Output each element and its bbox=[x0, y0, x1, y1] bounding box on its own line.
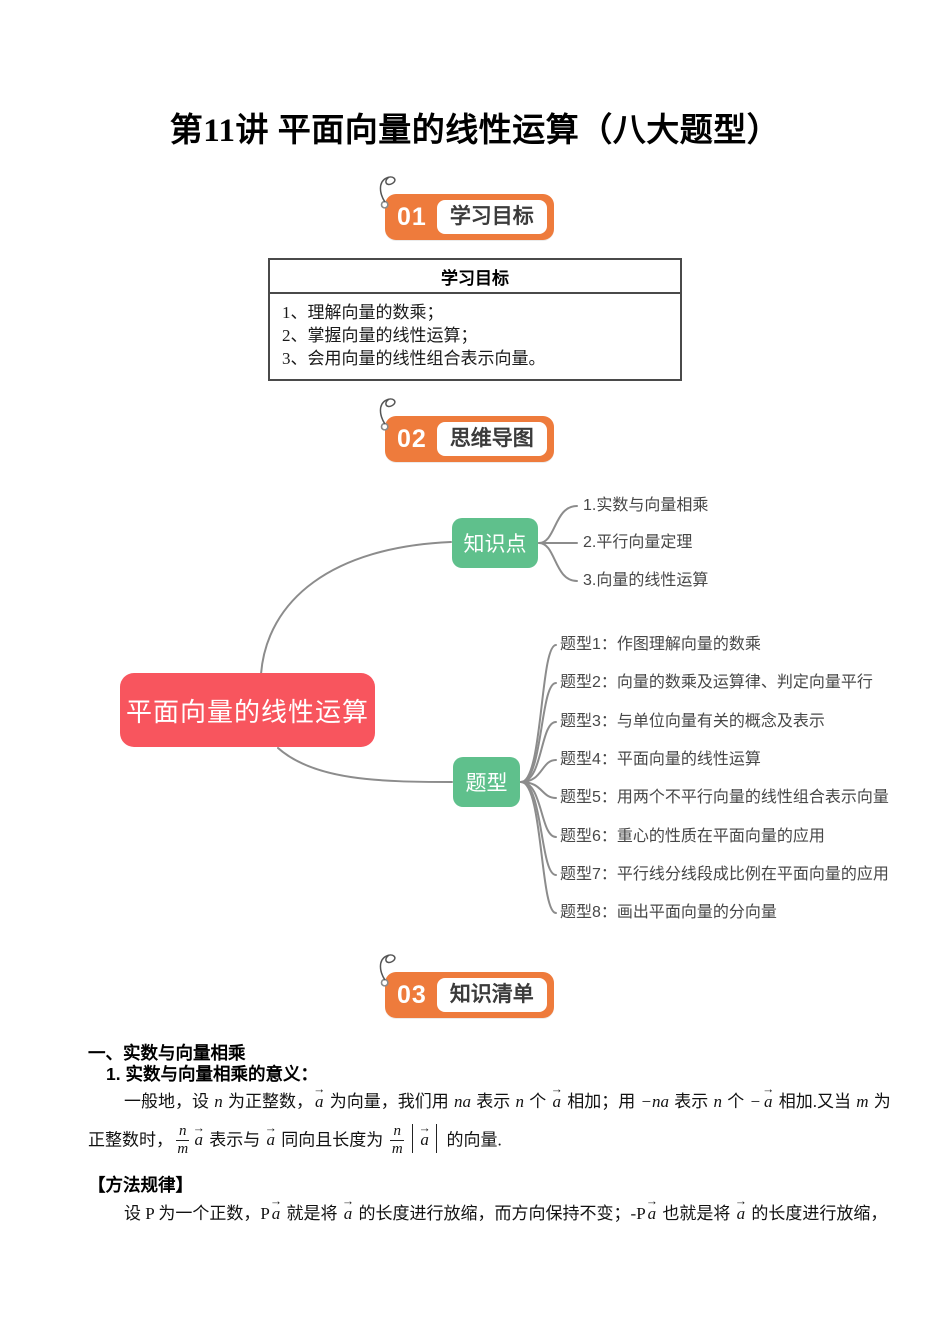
method-heading: 【方法规律】 bbox=[88, 1175, 193, 1195]
section-badge-02: 02 思维导图 bbox=[379, 398, 554, 462]
learning-goals-table: 学习目标 1、理解向量的数乘； 2、掌握向量的线性运算； 3、会用向量的线性组合… bbox=[268, 258, 682, 381]
badge-label: 思维导图 bbox=[436, 421, 547, 457]
page-title: 第11讲 平面向量的线性运算（八大题型） bbox=[169, 113, 781, 149]
paragraph-line: 正整数时，nma 表示与 a 同向且长度为 nma 的向量. bbox=[88, 1123, 502, 1158]
paragraph-line: 设 P 为一个正数，Pa 就是将 a 的长度进行放缩，而方向保持不变；-Pa 也… bbox=[124, 1199, 887, 1224]
knowledge-item: 1.实数与向量相乘 bbox=[583, 497, 709, 514]
topic-item: 题型7：平行线分线段成比例在平面向量的应用 bbox=[560, 866, 889, 883]
topic-item: 题型8：画出平面向量的分向量 bbox=[560, 904, 777, 921]
topic-item: 题型4：平面向量的线性运算 bbox=[560, 751, 761, 768]
badge-label: 知识清单 bbox=[436, 977, 547, 1013]
goal-row: 3、会用向量的线性组合表示向量。 bbox=[282, 349, 546, 368]
pin-icon bbox=[379, 176, 396, 209]
goals-table-header: 学习目标 bbox=[270, 260, 680, 294]
mindmap-topics-node: 题型 bbox=[453, 757, 520, 807]
section-badge-01: 01 学习目标 bbox=[379, 176, 554, 240]
mindmap-knowledge-node: 知识点 bbox=[452, 518, 538, 568]
badge-number: 03 bbox=[397, 980, 427, 1009]
paragraph-line: 一般地，设 n 为正整数，a 为向量，我们用 na 表示 n 个 a 相加；用 … bbox=[124, 1087, 891, 1112]
topic-item: 题型5：用两个不平行向量的线性组合表示向量 bbox=[560, 789, 889, 806]
section-badge-03: 03 知识清单 bbox=[379, 954, 554, 1018]
pin-icon bbox=[379, 954, 396, 987]
pin-icon bbox=[379, 398, 396, 431]
topic-item: 题型2：向量的数乘及运算律、判定向量平行 bbox=[560, 674, 873, 691]
goals-table-body: 1、理解向量的数乘； 2、掌握向量的线性运算； 3、会用向量的线性组合表示向量。 bbox=[270, 294, 680, 379]
topic-item: 题型1：作图理解向量的数乘 bbox=[560, 636, 761, 653]
knowledge-item: 2.平行向量定理 bbox=[583, 534, 693, 551]
goal-row: 1、理解向量的数乘； bbox=[282, 303, 444, 322]
badge-number: 02 bbox=[397, 424, 427, 453]
mindmap-center-node: 平面向量的线性运算 bbox=[120, 673, 375, 747]
badge-label: 学习目标 bbox=[436, 199, 547, 235]
goal-row: 2、掌握向量的线性运算； bbox=[282, 326, 478, 345]
subsection-heading: 1. 实数与向量相乘的意义： bbox=[106, 1064, 318, 1084]
badge-number: 01 bbox=[397, 202, 427, 231]
knowledge-item: 3.向量的线性运算 bbox=[583, 572, 709, 589]
topic-item: 题型3：与单位向量有关的概念及表示 bbox=[560, 713, 825, 730]
section-heading: 一、实数与向量相乘 bbox=[88, 1043, 246, 1063]
topic-item: 题型6：重心的性质在平面向量的应用 bbox=[560, 828, 825, 845]
